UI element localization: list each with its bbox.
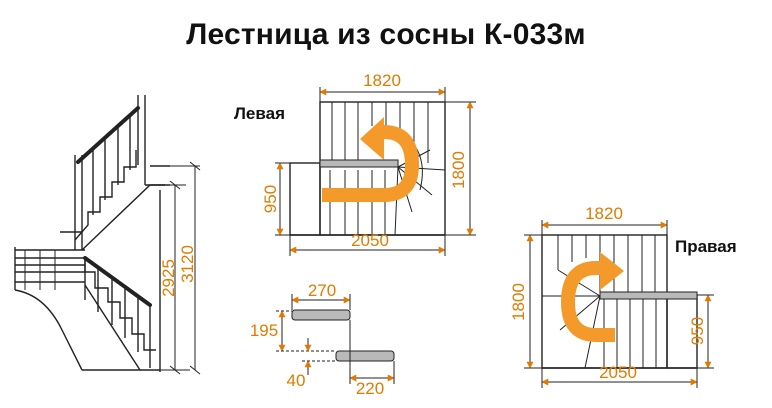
dim-height-inner: 2925 <box>159 259 178 297</box>
right-plan <box>524 220 714 388</box>
dim-left-side-height: 1800 <box>449 151 468 189</box>
dim-right-bottom-width: 2050 <box>599 363 637 382</box>
label-right: Правая <box>675 237 737 256</box>
dim-step-depth: 270 <box>308 281 336 300</box>
dim-left-bottom-width: 2050 <box>351 231 389 250</box>
label-left: Левая <box>234 104 285 123</box>
dim-right-top-width: 1820 <box>585 204 623 223</box>
dim-step-rise: 195 <box>250 321 278 340</box>
dim-step-overlap: 220 <box>356 379 384 398</box>
dim-left-top-width: 1820 <box>363 71 401 90</box>
dim-right-small-height: 950 <box>688 317 707 345</box>
page-title: Лестница из сосны К-033м <box>186 18 586 51</box>
dim-step-thickness: 40 <box>287 371 306 390</box>
side-elevation <box>14 95 201 375</box>
left-plan <box>275 87 476 256</box>
dim-right-side-height: 1800 <box>509 283 528 321</box>
dim-height-total: 3120 <box>178 245 197 283</box>
step-detail <box>276 294 395 384</box>
dim-left-small-height: 950 <box>261 185 280 213</box>
